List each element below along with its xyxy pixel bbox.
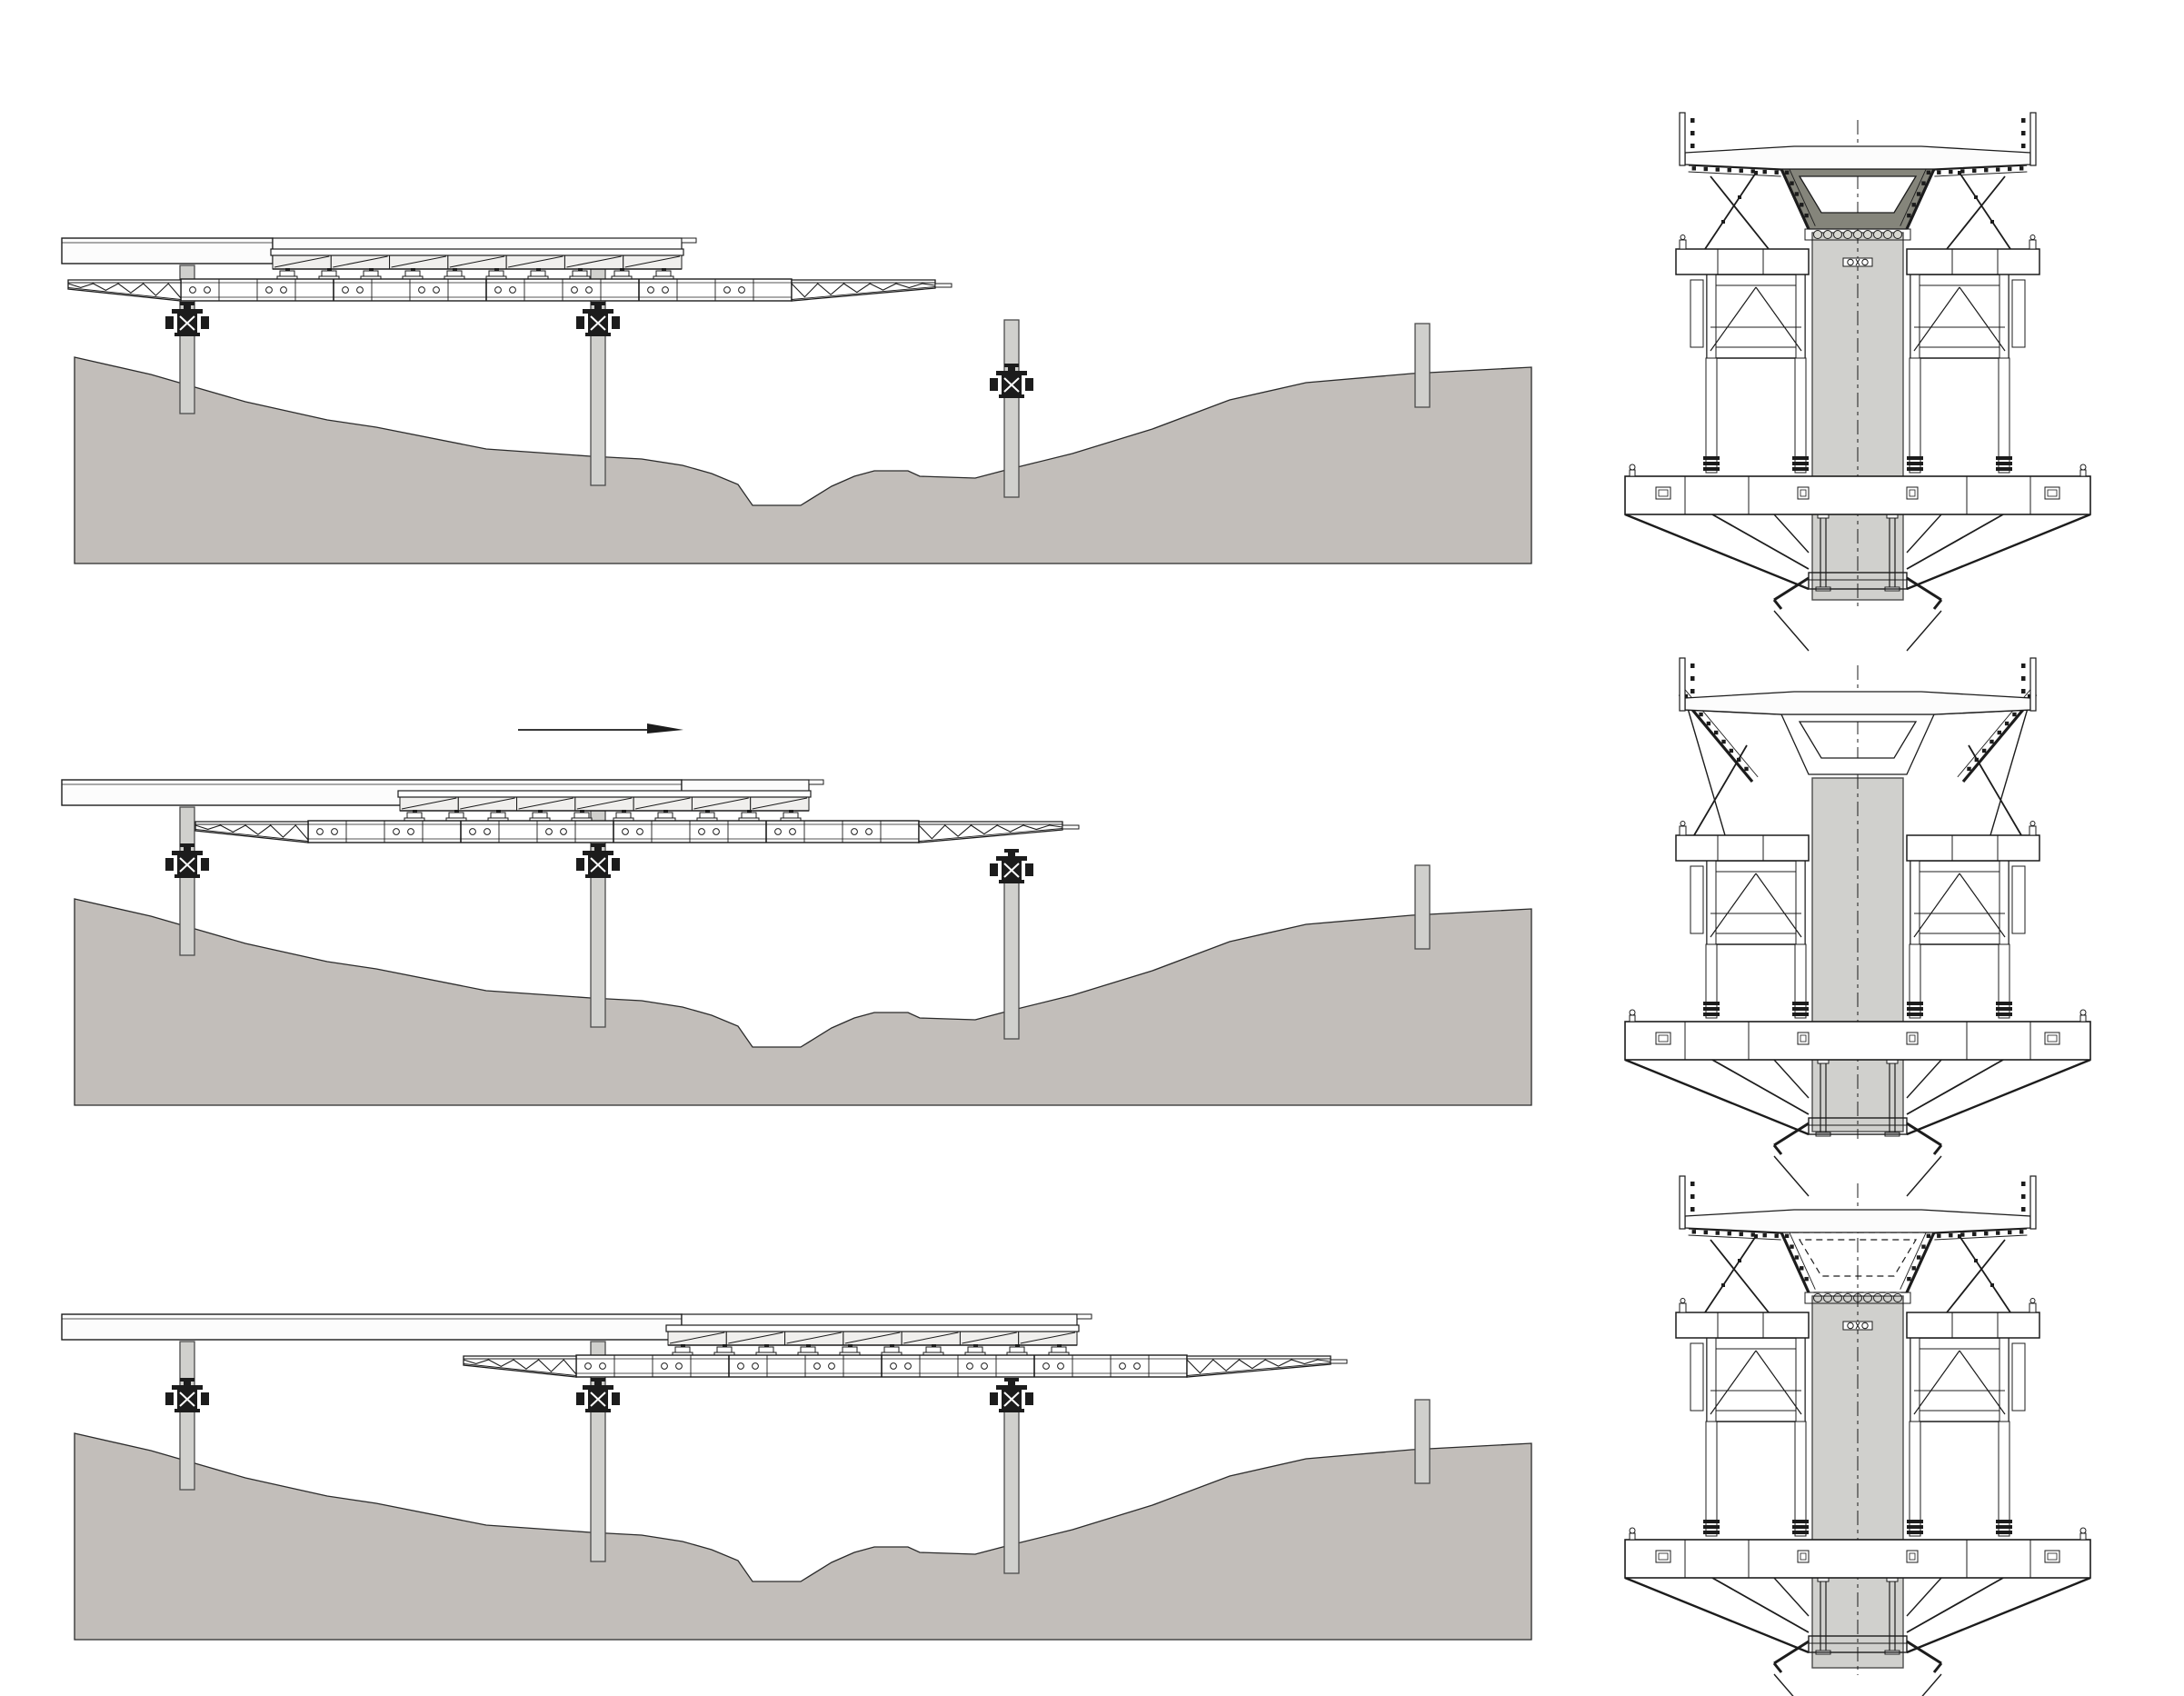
- bottom-formwork: [1804, 228, 1911, 241]
- bottom-formwork: [1804, 1292, 1911, 1304]
- edge-barriers: [1679, 112, 2037, 166]
- pier-4: [1414, 864, 1431, 950]
- stage-2-launch-forward: [61, 657, 2091, 1197]
- pier-bracket: [576, 302, 620, 336]
- pier-bracket: [165, 302, 209, 336]
- girder-tail: [67, 279, 182, 302]
- top-slab: [1684, 691, 2031, 715]
- girder-tail: [194, 821, 309, 843]
- support-towers: [1690, 860, 2026, 1019]
- support-jacks: [276, 268, 674, 280]
- pier-4: [1414, 1399, 1431, 1484]
- main-beams: [1675, 1298, 2040, 1339]
- pier-4: [1414, 323, 1431, 408]
- formwork-truss: [270, 248, 684, 270]
- girder-tail: [463, 1355, 577, 1378]
- support-platform: [1624, 1527, 2091, 1696]
- wing-form-struts: [1704, 1234, 2011, 1313]
- support-jacks: [672, 1344, 1070, 1356]
- formwork-truss: [665, 1324, 1080, 1346]
- stage-1-cast-segment: [61, 112, 2091, 652]
- pier-bracket: [990, 1378, 1033, 1412]
- pier-3: [1003, 319, 1020, 498]
- top-slab: [1684, 1209, 2031, 1233]
- pier-bearing-mark: [1842, 257, 1873, 267]
- pier-bracket: [165, 843, 209, 878]
- pier-bracket: [165, 1378, 209, 1412]
- girder-nose: [791, 279, 952, 302]
- pier-bearing-mark: [1842, 1321, 1873, 1331]
- pier-bracket: [576, 1378, 620, 1412]
- launching-girder: [180, 278, 793, 302]
- elevation-stage-1: [61, 237, 1532, 564]
- stage-3-formwork-reclosed-next-span: [61, 1175, 2091, 1696]
- launching-girder: [575, 1354, 1188, 1378]
- completed-deck: [61, 237, 274, 264]
- support-platform: [1624, 1009, 2091, 1197]
- support-towers: [1690, 1337, 2026, 1537]
- pier-bracket: [990, 849, 1033, 883]
- cross-section-stage-3: [1624, 1175, 2091, 1696]
- main-beams: [1675, 821, 2040, 862]
- wing-form-struts: [1704, 171, 2011, 250]
- launching-girder: [307, 820, 920, 843]
- main-beams: [1675, 234, 2040, 275]
- pier-1: [179, 806, 195, 956]
- girder-nose: [918, 821, 1080, 843]
- girder-nose: [1186, 1355, 1348, 1378]
- edge-barriers: [1679, 657, 2037, 712]
- edge-barriers: [1679, 1175, 2037, 1230]
- ground: [74, 1432, 1532, 1641]
- launch-direction-arrow: [518, 723, 683, 733]
- ground: [74, 356, 1532, 564]
- elevation-stage-3: [61, 1313, 1532, 1641]
- support-jacks: [404, 810, 802, 822]
- pier-3: [1003, 861, 1020, 1040]
- pier-1: [179, 1341, 195, 1491]
- elevation-stage-2: [61, 723, 1532, 1106]
- top-slab: [1684, 145, 2031, 170]
- ground: [74, 898, 1532, 1106]
- cross-section-stage-1: [1624, 112, 2091, 652]
- completed-deck: [61, 1313, 683, 1341]
- support-platform: [1624, 464, 2091, 652]
- pier-bracket: [576, 843, 620, 878]
- pier-bracket: [990, 364, 1033, 398]
- formwork-truss: [397, 790, 812, 812]
- cross-section-stage-2: [1624, 657, 2091, 1197]
- pier-3: [1003, 1395, 1020, 1574]
